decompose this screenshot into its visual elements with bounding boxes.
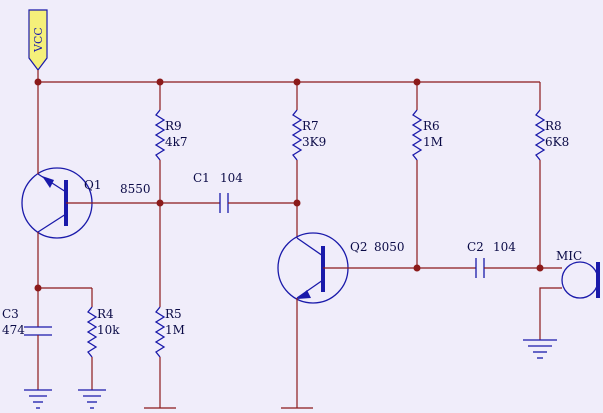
resistor-r4: R4 10k: [38, 287, 120, 390]
transistor-q1: Q1 8550: [21, 82, 160, 288]
r7-label: R7: [302, 119, 319, 133]
r9-label: R9: [165, 119, 182, 133]
capacitor-c3: C3 474: [2, 288, 52, 390]
r5-value: 1M: [165, 323, 185, 337]
mic-label: MIC: [556, 249, 582, 263]
resistor-r6: R6 1M: [411, 82, 443, 268]
ground-symbol: [24, 389, 52, 409]
c3-label: C3: [2, 307, 19, 321]
r6-label: R6: [423, 119, 440, 133]
q1-label: Q1: [84, 178, 101, 192]
q2-type-label: 8050: [374, 240, 405, 254]
resistor-r9: R9 4k7: [154, 82, 188, 203]
resistor-r7: R7 3K9: [291, 82, 326, 203]
r7-value: 3K9: [302, 135, 326, 149]
c1-value: 104: [220, 171, 243, 185]
ground-symbol: [523, 339, 557, 359]
c1-label: C1: [193, 171, 210, 185]
r8-value: 6K8: [545, 135, 569, 149]
capacitor-c1: C1 104: [160, 171, 297, 213]
transistor-q2: Q2 8050: [277, 203, 417, 409]
r5-label: R5: [165, 307, 182, 321]
r8-label: R8: [545, 119, 562, 133]
ground-symbol: [78, 389, 106, 409]
resistor-r8: R8 6K8: [534, 82, 569, 268]
resistor-r5: R5 1M: [144, 203, 185, 409]
c2-value: 104: [493, 240, 516, 254]
r6-value: 1M: [423, 135, 443, 149]
c3-value: 474: [2, 323, 25, 337]
q1-type-label: 8550: [120, 182, 151, 196]
capacitor-c2: C2 104: [417, 240, 540, 278]
vcc-label: VCC: [32, 27, 45, 53]
power-rail: [34, 70, 540, 86]
r9-value: 4k7: [165, 135, 188, 149]
q2-label: Q2: [350, 240, 367, 254]
vcc-supply-flag: VCC: [28, 9, 48, 71]
microphone-mic: MIC: [539, 249, 600, 340]
r4-value: 10k: [97, 323, 120, 337]
c2-label: C2: [467, 240, 484, 254]
r4-label: R4: [97, 307, 114, 321]
